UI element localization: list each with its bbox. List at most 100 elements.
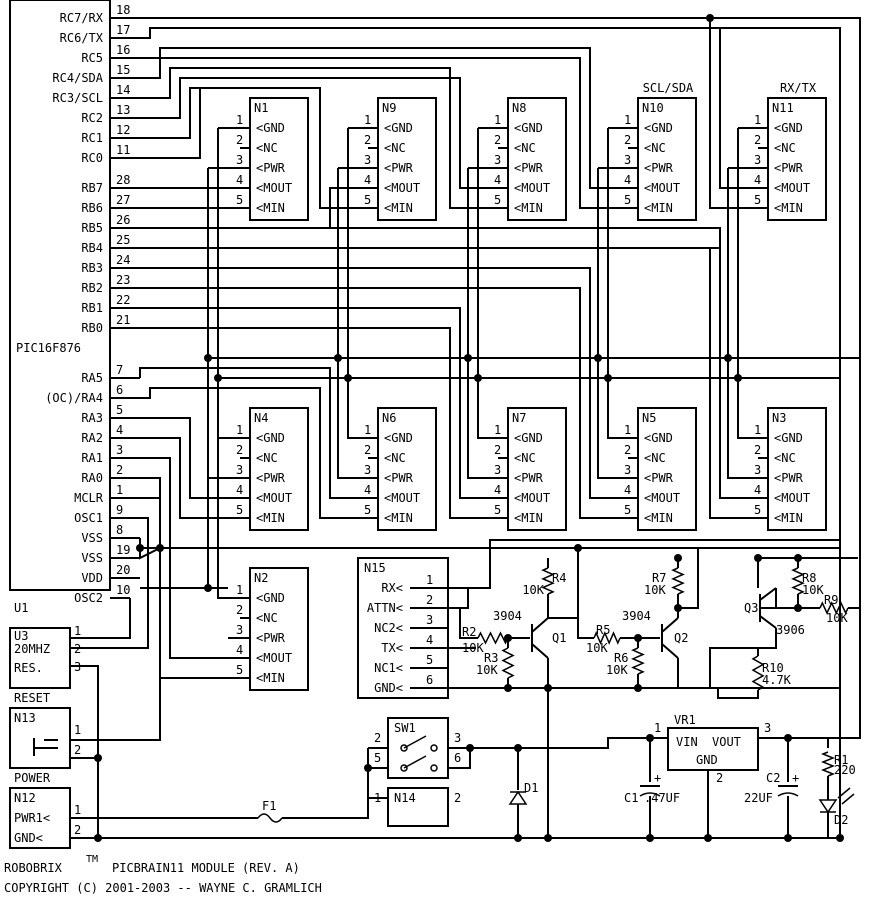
connector-pin-name: <NC	[774, 451, 796, 465]
sw1-body	[387, 717, 449, 779]
connector-pin-number: 4	[364, 173, 371, 187]
n13-body	[9, 707, 71, 769]
q3-ref: Q3	[744, 601, 758, 615]
junction-dot	[706, 14, 714, 22]
r4-value: 10K	[522, 583, 544, 597]
connector-pin-number: 1	[236, 423, 243, 437]
q3-part: 3906	[776, 623, 805, 637]
connector-pin-name: <PWR	[774, 471, 804, 485]
connector-ref: N9	[382, 101, 396, 115]
u1-pin-label: VDD	[81, 571, 103, 585]
n13-ref: N13	[14, 711, 36, 725]
junction-dot	[156, 544, 164, 552]
connector-pin-name: <PWR	[256, 631, 286, 645]
vr1-pin-number: 1	[654, 721, 661, 735]
sw1-contact	[430, 764, 438, 772]
q3-collector	[759, 615, 777, 629]
n12-pin-number: 2	[74, 823, 81, 837]
connector-pin-number: 5	[624, 503, 631, 517]
u1-pin-label: RA0	[81, 471, 103, 485]
sw1-contact	[400, 764, 408, 772]
junction-dot	[594, 354, 602, 362]
r4-resistor	[541, 567, 555, 595]
vr1-ref: VR1	[674, 713, 696, 727]
connector-pin-number: 3	[236, 153, 243, 167]
connector-pin-number: 4	[494, 173, 501, 187]
r7-value: 10K	[644, 583, 666, 597]
connector-pin-number: 3	[364, 153, 371, 167]
u1-pin-number: 19	[116, 543, 130, 557]
junction-dot	[646, 834, 654, 842]
connector-pin-name: <GND	[256, 591, 285, 605]
connector-pin-name: <GND	[256, 121, 285, 135]
wire	[577, 618, 594, 639]
junction-dot	[544, 684, 552, 692]
connector-pin-number: 1	[754, 113, 761, 127]
u1-pin-number: 27	[116, 193, 130, 207]
wire	[448, 737, 650, 749]
sw1-contact	[430, 744, 438, 752]
connector-pin-number: 2	[754, 133, 761, 147]
junction-dot	[464, 354, 472, 362]
junction-dot	[364, 764, 372, 772]
u1-pin-number: 25	[116, 233, 130, 247]
connector-pin-name: <MOUT	[514, 491, 550, 505]
junction-dot	[344, 374, 352, 382]
connector-pin-number: 1	[364, 423, 371, 437]
wire	[337, 168, 356, 479]
vr1-pin-number: 2	[716, 771, 723, 785]
wires	[70, 17, 861, 839]
connector-pin-name: <PWR	[644, 471, 674, 485]
u1-pin-number: 1	[116, 483, 123, 497]
connector-ref: N8	[512, 101, 526, 115]
sw1-ref: SW1	[394, 721, 416, 735]
u1-pin-label: RC2	[81, 111, 103, 125]
u1-pin-label: OSC1	[74, 511, 103, 525]
u1-pin-label: RC4/SDA	[52, 71, 103, 85]
connector-pin-number: 1	[236, 113, 243, 127]
connector-pin-name: <MIN	[774, 201, 803, 215]
connector-pin-number: 4	[624, 173, 631, 187]
u3-pin-number: 1	[74, 624, 81, 638]
connector-pin-name: <MOUT	[384, 491, 420, 505]
connector-ref: N11	[772, 101, 794, 115]
r2-value: 10K	[462, 641, 484, 655]
u1-pin-label: RB4	[81, 241, 103, 255]
u1-pin-number: 10	[116, 583, 130, 597]
u1-pin-number: 9	[116, 503, 123, 517]
junction-dot	[334, 354, 342, 362]
wire	[70, 517, 149, 649]
r3-value: 10K	[476, 663, 498, 677]
d2-ref: D2	[834, 813, 848, 827]
connector-pin-number: 3	[624, 153, 631, 167]
junction-dot	[94, 834, 102, 842]
connector-ref: N1	[254, 101, 268, 115]
vr1-vout: VOUT	[712, 735, 741, 749]
connector-pin-number: 2	[364, 443, 371, 457]
q2-collector	[661, 617, 679, 633]
wire	[140, 27, 746, 189]
junction-dot	[544, 834, 552, 842]
connector-pin-name: <GND	[514, 431, 543, 445]
u1-pin-label: RA2	[81, 431, 103, 445]
connector-pin-name: <MIN	[384, 511, 413, 525]
connector-body	[637, 97, 697, 221]
r6-resistor	[631, 647, 645, 675]
connector-pin-name: <NC	[256, 451, 278, 465]
u1-pin-label: RB6	[81, 201, 103, 215]
connector-pin-number: 5	[364, 193, 371, 207]
connector-pin-name: <MIN	[774, 511, 803, 525]
junction-dot	[466, 744, 474, 752]
connector-pin-number: 3	[494, 153, 501, 167]
junction-dot	[604, 374, 612, 382]
u1-microcontroller: RC7/RX18RC6/TX17RC516RC4/SDA15RC3/SCL14R…	[9, 0, 140, 615]
sw1-pin-number: 3	[454, 731, 461, 745]
connector-pin-name: <GND	[644, 431, 673, 445]
connector-pin-name: <NC	[256, 611, 278, 625]
connector-ref: N7	[512, 411, 526, 425]
r8-ref: R8	[802, 571, 816, 585]
connector-pin-number: 3	[236, 623, 243, 637]
u1-pin-number: 8	[116, 523, 123, 537]
